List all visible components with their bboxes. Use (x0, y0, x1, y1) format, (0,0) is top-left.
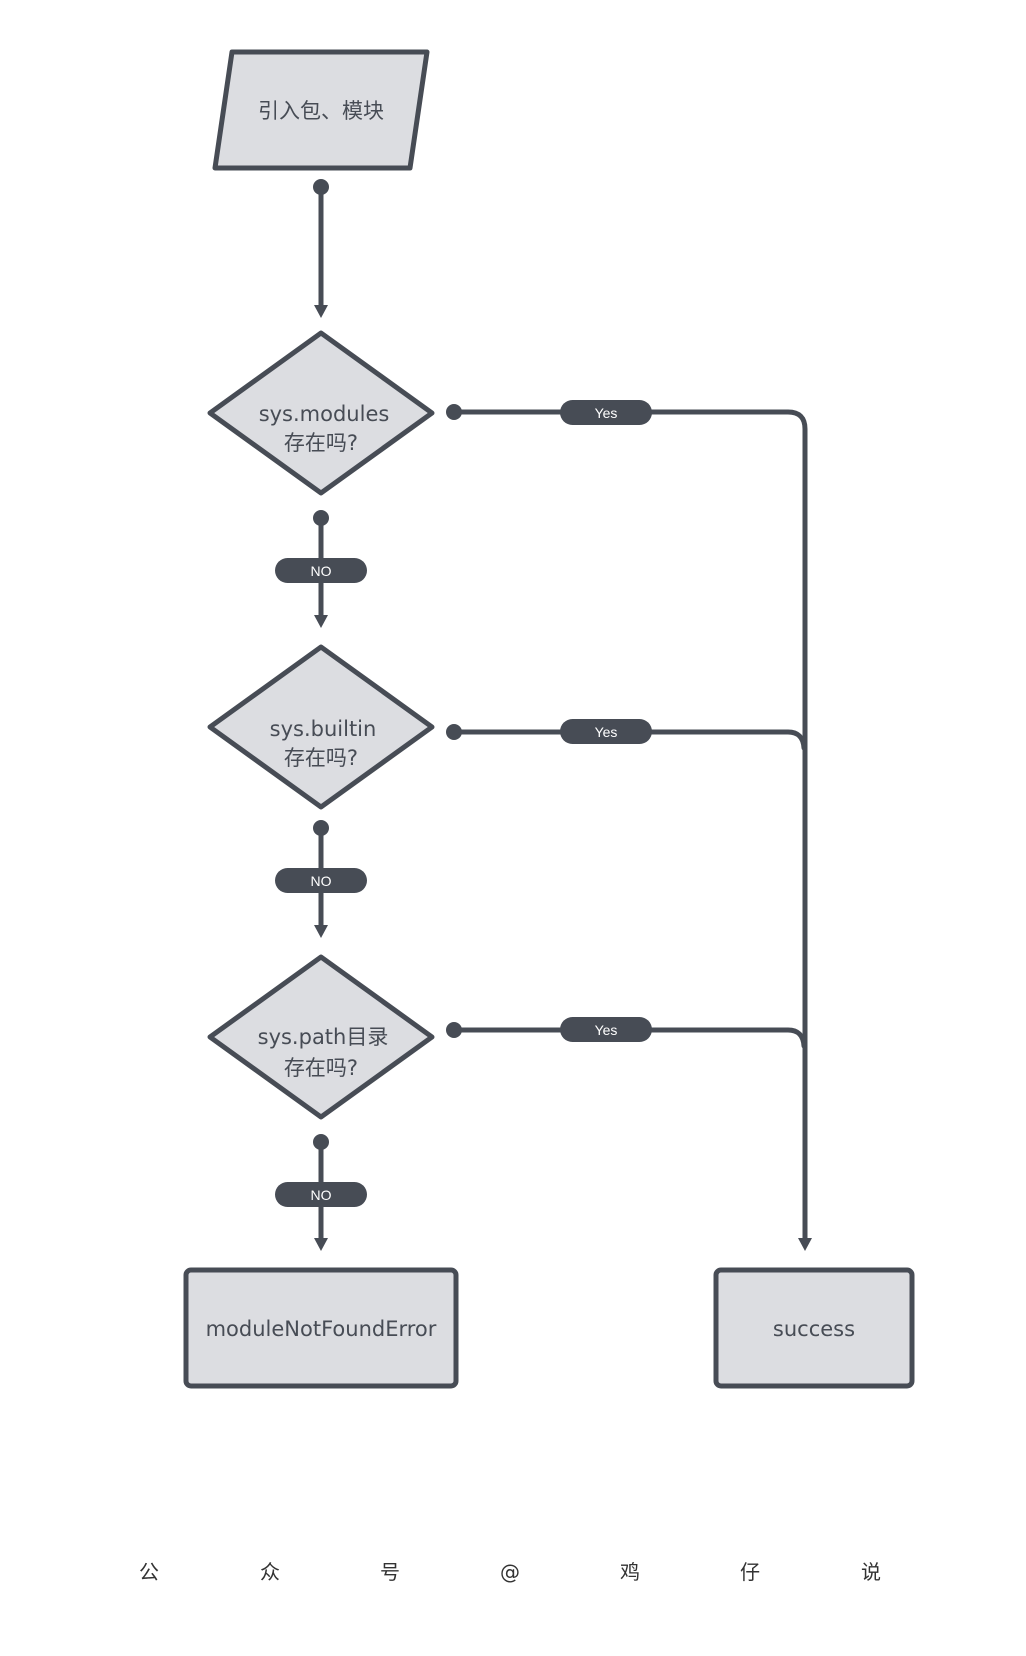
connector-path-no: NO (275, 1134, 367, 1251)
connector-modules-yes: Yes (446, 400, 812, 1251)
connector-start-to-modules (313, 179, 329, 318)
arrow-down-icon (314, 615, 328, 628)
connector-modules-no: NO (275, 510, 367, 628)
yes-pill (560, 400, 652, 425)
decision-modules-line2: 存在吗? (284, 431, 358, 455)
watermark-footer: 公 众 号 @ 鸡 仔 说 (0, 1552, 1026, 1592)
yes-pill (560, 1017, 652, 1042)
no-pill (275, 1182, 367, 1207)
watermark-char: 公 (139, 1560, 159, 1584)
watermark-char: 鸡 (620, 1560, 640, 1584)
no-pill (275, 868, 367, 893)
connector-builtin-no: NO (275, 820, 367, 938)
yes-label: Yes (595, 1022, 618, 1038)
decision-path-line2: 存在吗? (284, 1056, 358, 1080)
arrow-down-icon (798, 1238, 812, 1251)
start-node: 引入包、模块 (212, 49, 430, 171)
watermark-char: 众 (260, 1560, 280, 1584)
arrow-down-icon (314, 305, 328, 318)
connector-builtin-yes: Yes (446, 719, 807, 751)
decision-builtin: sys.builtin 存在吗? (207, 644, 435, 810)
connector-path-yes: Yes (446, 1017, 807, 1049)
decision-builtin-line2: 存在吗? (284, 746, 358, 770)
decision-builtin-line1: sys.builtin (270, 717, 377, 741)
success-node-label: success (773, 1317, 855, 1341)
start-node-label: 引入包、模块 (258, 99, 384, 123)
arrow-down-icon (314, 925, 328, 938)
watermark-char: @ (500, 1560, 520, 1584)
yes-label: Yes (595, 405, 618, 421)
no-pill (275, 558, 367, 583)
decision-modules: sys.modules 存在吗? (207, 330, 435, 496)
decision-modules-line1: sys.modules (259, 402, 390, 426)
error-node-label: moduleNotFoundError (206, 1317, 437, 1341)
yes-pill (560, 719, 652, 744)
watermark-char: 仔 (740, 1560, 760, 1584)
arrow-down-icon (314, 1238, 328, 1251)
decision-path: sys.path目录 存在吗? (207, 954, 435, 1120)
yes-label: Yes (595, 724, 618, 740)
no-label: NO (311, 873, 332, 889)
error-node: moduleNotFoundError (183, 1267, 459, 1389)
success-node: success (713, 1267, 915, 1389)
decision-path-line1: sys.path目录 (258, 1025, 389, 1049)
no-label: NO (311, 563, 332, 579)
watermark-char: 说 (861, 1560, 881, 1584)
no-label: NO (311, 1187, 332, 1203)
watermark-char: 号 (380, 1560, 400, 1584)
